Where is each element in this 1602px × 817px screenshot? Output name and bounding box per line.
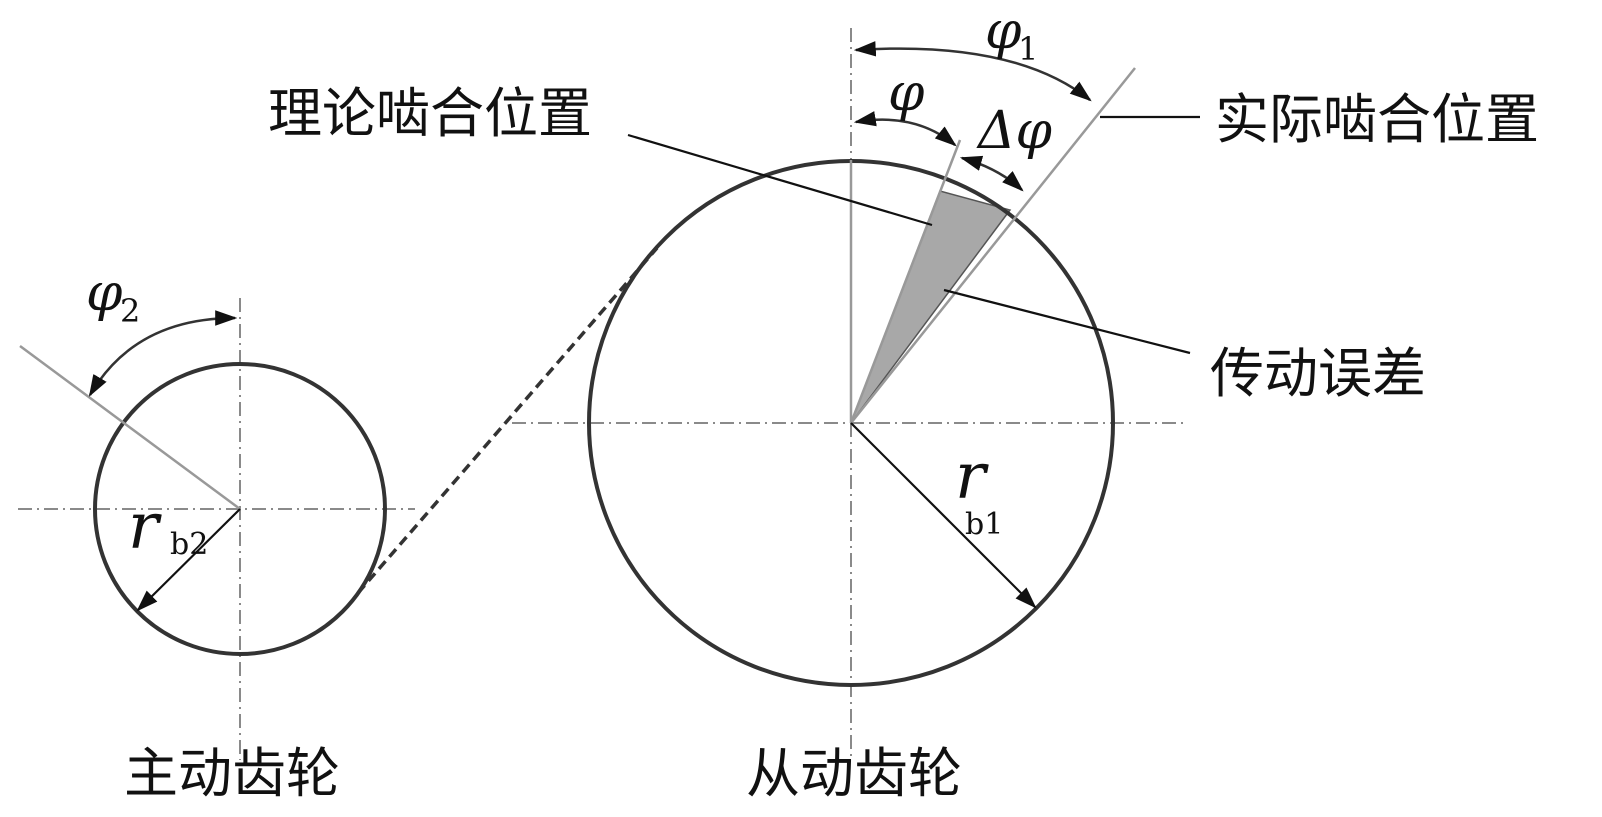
driving-gear-angle-line — [19, 344, 241, 511]
phi1-symbol: φ 1 — [985, 1, 1038, 68]
actual-position-label: 实际啮合位置 — [1215, 88, 1539, 151]
phi1-angle-arc — [853, 41, 1092, 102]
delta-phi-arc — [959, 155, 1024, 192]
driving-gear-label: 主动齿轮 — [124, 742, 340, 805]
phi1-subscript: 1 — [1018, 30, 1038, 68]
rb2-base: r — [128, 490, 162, 564]
rb2-radius-arrow — [136, 508, 241, 612]
phi-angle-arc — [853, 111, 957, 147]
theoretical-position-leader — [627, 133, 933, 227]
transmission-error-wedge — [850, 190, 1012, 424]
phi1-base: φ — [985, 1, 1022, 61]
driven-gear-label: 从动齿轮 — [746, 742, 962, 805]
transmission-error-leader — [943, 288, 1191, 355]
phi2-subscript: 2 — [120, 292, 140, 330]
rb2-subscript: b2 — [170, 527, 208, 562]
transmission-error-label: 传动误差 — [1210, 342, 1426, 405]
phi2-symbol: φ 2 — [86, 263, 140, 330]
center-lines — [18, 28, 1185, 760]
theoretical-mesh-line — [849, 139, 962, 424]
delta-phi-symbol: Δφ — [976, 101, 1053, 161]
rb1-subscript: b1 — [965, 507, 1003, 542]
theoretical-position-label: 理论啮合位置 — [268, 82, 592, 145]
phi2-angle-arc — [88, 310, 238, 397]
driving-gear-circle — [93, 362, 387, 656]
actual-mesh-line — [850, 67, 1136, 424]
rb2-symbol: r b2 — [128, 490, 208, 564]
rb1-symbol: r b1 — [955, 440, 1003, 542]
phi-symbol: φ — [888, 63, 925, 123]
common-tangent-line — [356, 246, 659, 595]
rb1-radius-arrow — [850, 422, 1037, 609]
phi2-base: φ — [86, 263, 123, 323]
rb1-base: r — [955, 440, 989, 514]
